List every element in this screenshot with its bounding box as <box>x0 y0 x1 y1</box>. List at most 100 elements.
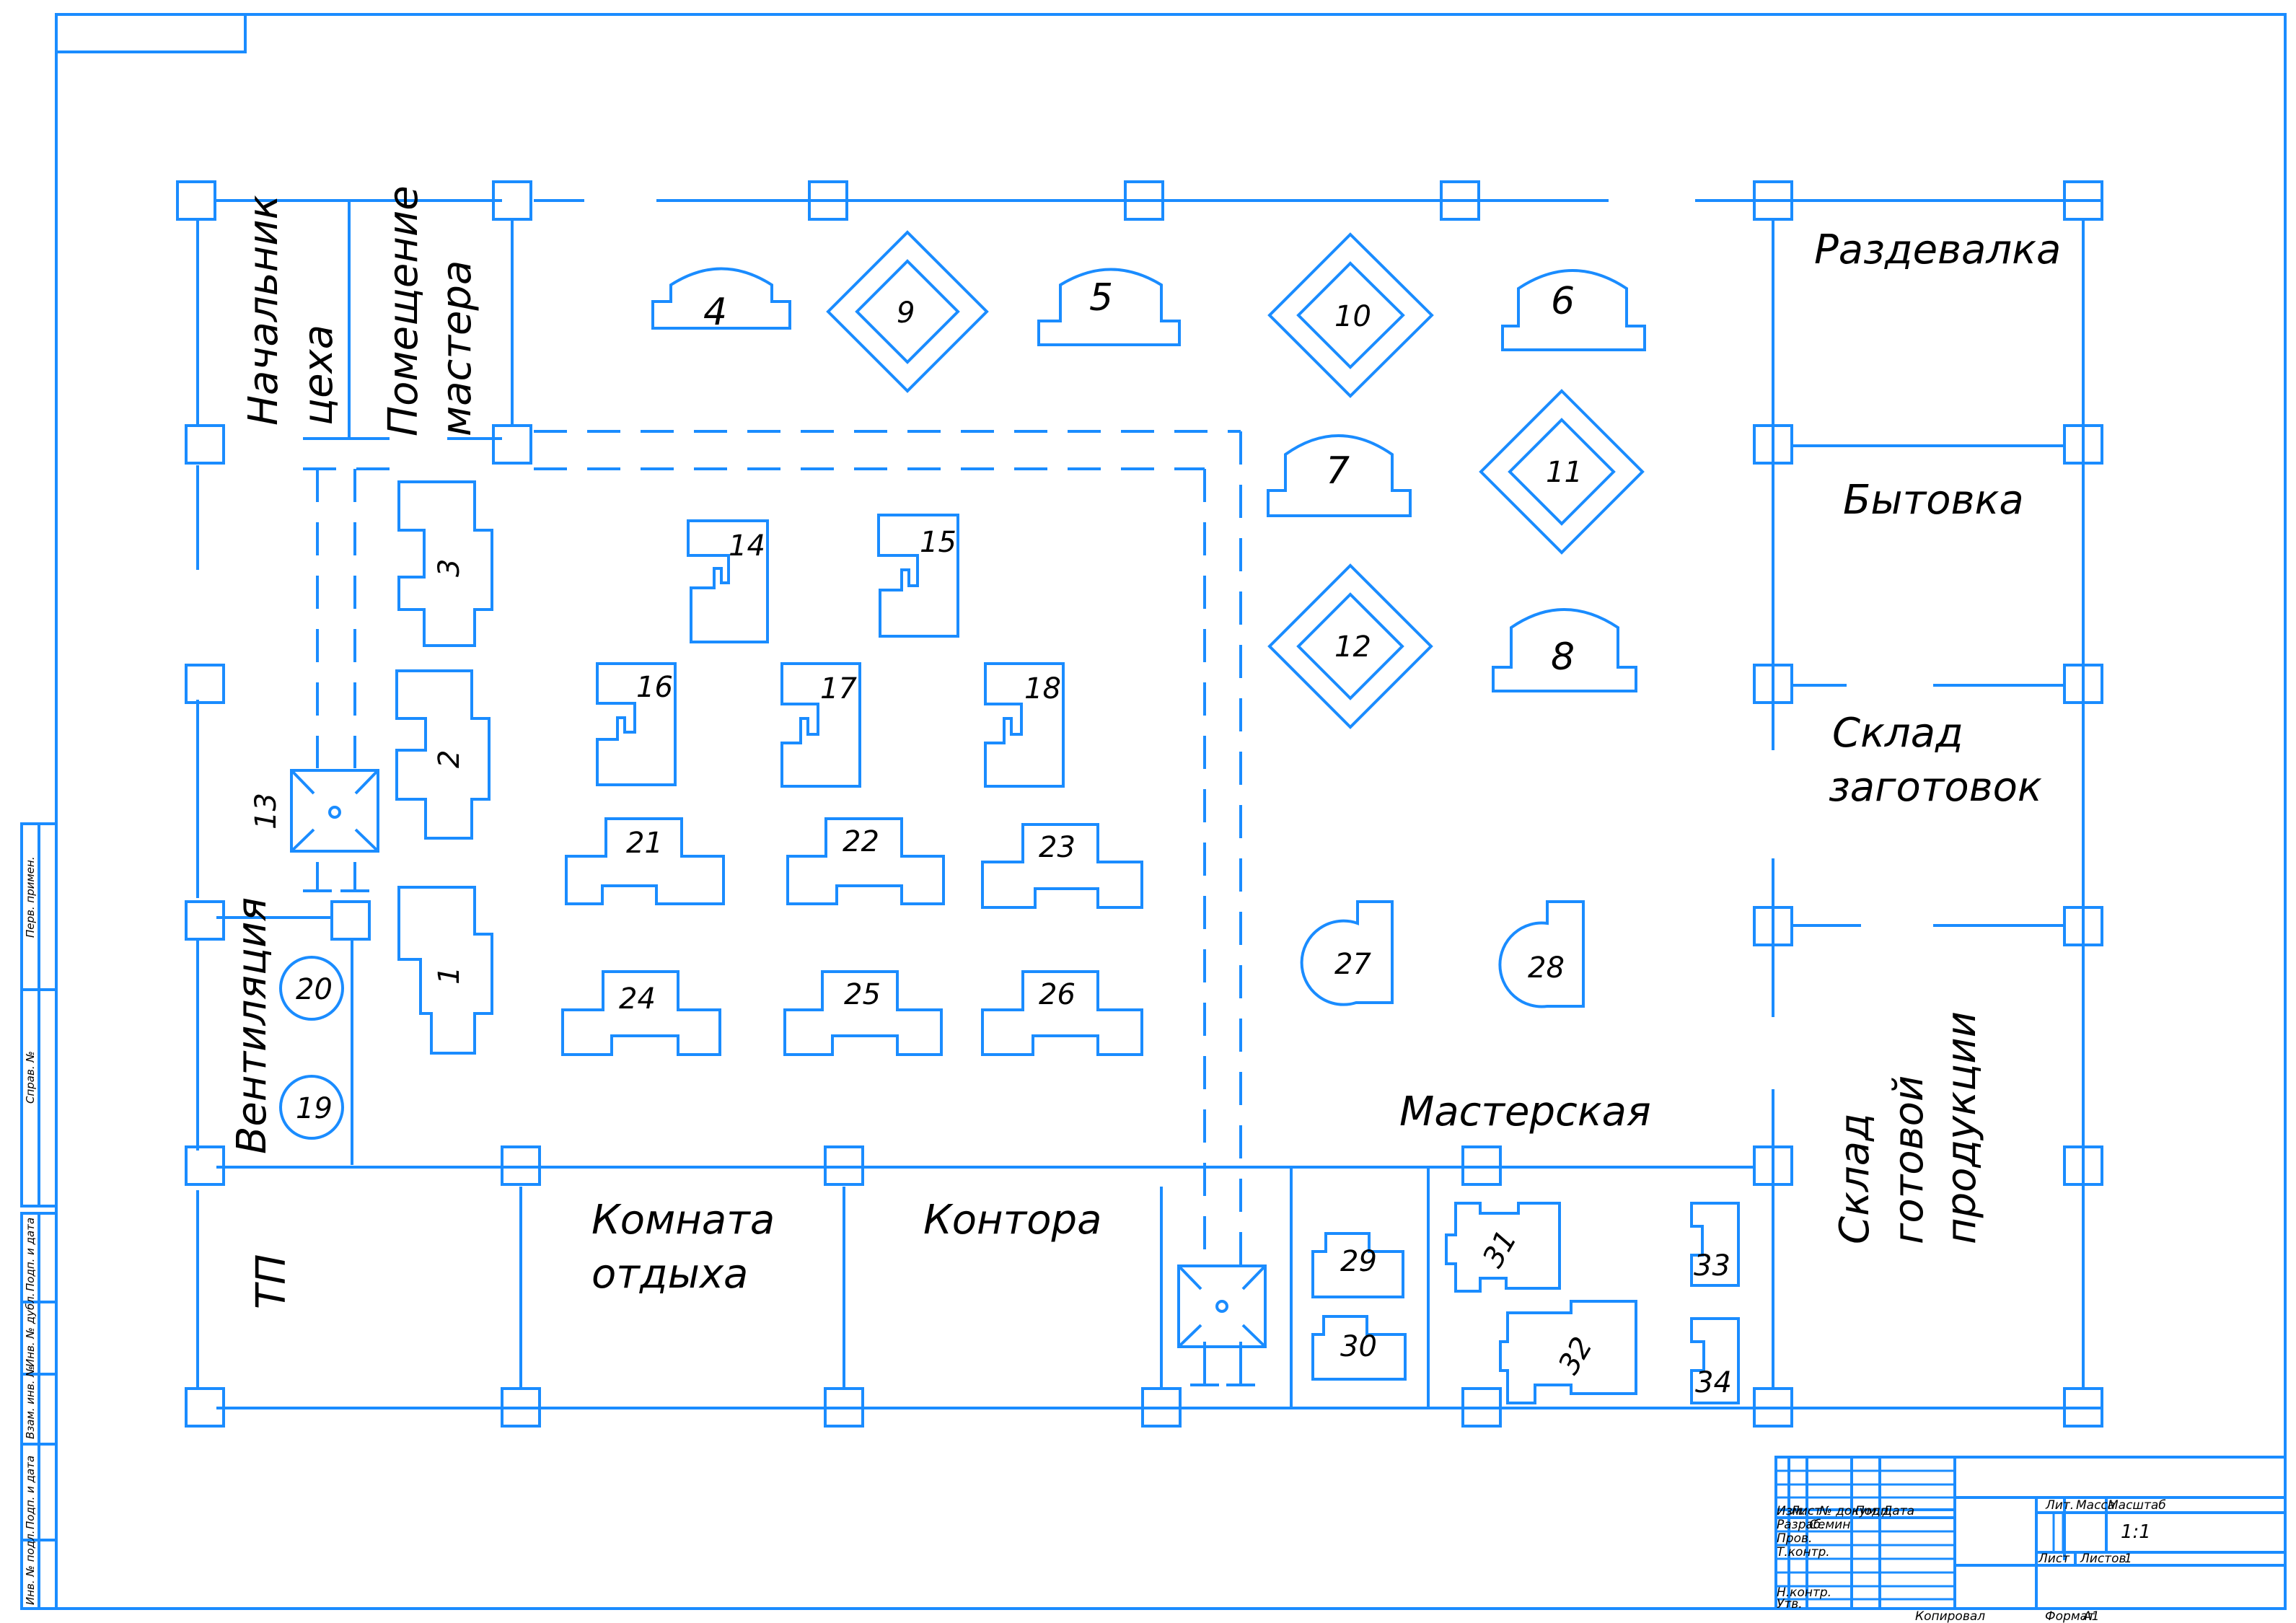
hoist-13 <box>290 769 379 853</box>
equipment-number-21: 21 <box>626 827 663 860</box>
tb-doc-no: № докум. <box>1818 1504 1880 1518</box>
room-label-finished-wh-1: Склад <box>1831 1113 1878 1244</box>
side-stamp: Перв. примен. Справ. № Подп. и дата Инв.… <box>20 822 58 1610</box>
equipment-number-9: 9 <box>897 296 915 330</box>
machine-29 <box>1311 1232 1404 1298</box>
equipment-number-22: 22 <box>843 825 879 858</box>
tb-lit: Лит. <box>2045 1498 2074 1513</box>
tb-developer: Разраб. <box>1777 1518 1825 1532</box>
tb-norm-control: Н.контр. <box>1777 1585 1831 1600</box>
tb-sheet: Лист <box>2038 1552 2070 1566</box>
equipment-number-7: 7 <box>1326 449 1350 493</box>
machine-6 <box>1501 269 1646 351</box>
equipment-number-11: 11 <box>1546 456 1583 489</box>
machine-1 <box>397 886 493 1055</box>
equipment-number-3: 3 <box>433 559 466 577</box>
machine-26 <box>981 970 1143 1056</box>
machine-32 <box>1499 1300 1637 1404</box>
room-label-ventilation: Вентиляция <box>229 897 276 1154</box>
equipment-number-20: 20 <box>296 973 333 1006</box>
machine-18 <box>984 662 1065 788</box>
room-label-locker: Раздевалка <box>1814 226 2061 273</box>
machine-11 <box>1479 389 1645 555</box>
equipment-number-12: 12 <box>1334 630 1371 664</box>
machine-9 <box>826 230 989 393</box>
side-stamp-sign-date-2: Подп. и дата <box>24 1456 37 1529</box>
machine-31 <box>1445 1202 1561 1293</box>
equipment-number-27: 27 <box>1334 948 1371 981</box>
title-block: Изм. Лист № докум. Подп. Дата Разраб. Се… <box>1774 1456 2287 1623</box>
tb-scale-value: 1:1 <box>2121 1521 2151 1543</box>
room-label-finished-wh-2: готовой <box>1886 1076 1932 1244</box>
equipment-number-6: 6 <box>1551 280 1575 323</box>
machine-7 <box>1267 434 1412 517</box>
machine-14 <box>687 519 769 643</box>
crane-rails <box>303 430 1255 1386</box>
machine-15 <box>877 514 959 638</box>
room-label-transformer: ТП <box>248 1254 295 1309</box>
machine-4 <box>651 267 791 330</box>
machine-34 <box>1690 1317 1740 1404</box>
machine-2 <box>395 669 491 840</box>
room-label-rest-2: отдыха <box>591 1251 748 1298</box>
machine-10 <box>1267 232 1434 398</box>
machine-16 <box>596 662 677 786</box>
side-stamp-sign-date: Подп. и дата <box>24 1218 37 1291</box>
room-label-head-of-shop-2: цеха <box>295 325 342 426</box>
equipment-number-26: 26 <box>1039 978 1076 1011</box>
tb-sheets: Листов <box>2080 1552 2126 1566</box>
room-label-utility: Бытовка <box>1843 477 2024 524</box>
equipment-number-25: 25 <box>844 978 881 1011</box>
equipment-number-33: 33 <box>1694 1249 1730 1283</box>
side-stamp-ref-no: Справ. № <box>24 1051 37 1104</box>
equipment-number-17: 17 <box>820 672 857 705</box>
tb-izm: Изм. <box>1777 1504 1805 1518</box>
tb-checker: Пров. <box>1777 1531 1812 1546</box>
machine-33 <box>1690 1202 1740 1287</box>
equipment-number-10: 10 <box>1334 300 1371 333</box>
walls <box>196 199 2103 1409</box>
equipment-number-1: 1 <box>433 967 466 985</box>
equipment-number-28: 28 <box>1528 951 1565 985</box>
tb-approved: Утв. <box>1777 1597 1803 1611</box>
room-label-blank-wh-2: заготовок <box>1829 764 2042 811</box>
side-stamp-replace-no: Взам. инв. № <box>24 1365 37 1439</box>
machine-12 <box>1267 563 1433 729</box>
equipment-number-24: 24 <box>619 982 656 1016</box>
room-label-head-of-shop-1: Начальник <box>240 195 287 426</box>
equipment-number-15: 15 <box>920 526 956 559</box>
side-stamp-orig-no: Инв. № подл. <box>24 1531 37 1605</box>
equipment-number-13: 13 <box>250 793 283 830</box>
machine-22 <box>786 817 945 905</box>
machine-23 <box>981 823 1143 909</box>
fan-27 <box>1300 900 1394 1006</box>
room-label-rest-1: Комната <box>591 1197 775 1244</box>
equipment-number-14: 14 <box>729 529 765 563</box>
equipment-number-32: 32 <box>1552 1332 1599 1380</box>
equipment-numbers: 1 2 3 4 5 6 7 8 9 10 11 12 13 14 15 16 1… <box>250 276 1732 1399</box>
tb-scale-label: Масштаб <box>2108 1498 2166 1513</box>
ventilation-unit-20 <box>279 956 344 1021</box>
ventilation-unit-19 <box>279 1075 344 1140</box>
equipment-number-34: 34 <box>1695 1366 1732 1399</box>
equipment-number-31: 31 <box>1477 1225 1523 1273</box>
machine-17 <box>780 662 861 788</box>
machine-5 <box>1037 268 1181 346</box>
tb-format-label: Формат <box>2045 1609 2095 1623</box>
machine-30 <box>1311 1315 1407 1381</box>
equipment-number-30: 30 <box>1340 1330 1377 1363</box>
machine-3 <box>397 480 493 647</box>
equipment-number-4: 4 <box>703 291 727 334</box>
tb-date: Дата <box>1882 1504 1914 1518</box>
tb-copied: Копировал <box>1915 1609 1985 1623</box>
machine-8 <box>1492 608 1637 692</box>
tb-list: Лист <box>1790 1504 1822 1518</box>
room-label-finished-wh-3: продукции <box>1938 1011 1985 1244</box>
room-label-master-2: мастера <box>434 260 480 436</box>
equipment-number-5: 5 <box>1089 276 1113 320</box>
equipment-number-8: 8 <box>1551 635 1575 679</box>
room-label-office: Контора <box>923 1197 1101 1244</box>
sheet-frame <box>55 13 2287 1610</box>
equipment-number-18: 18 <box>1024 672 1061 705</box>
